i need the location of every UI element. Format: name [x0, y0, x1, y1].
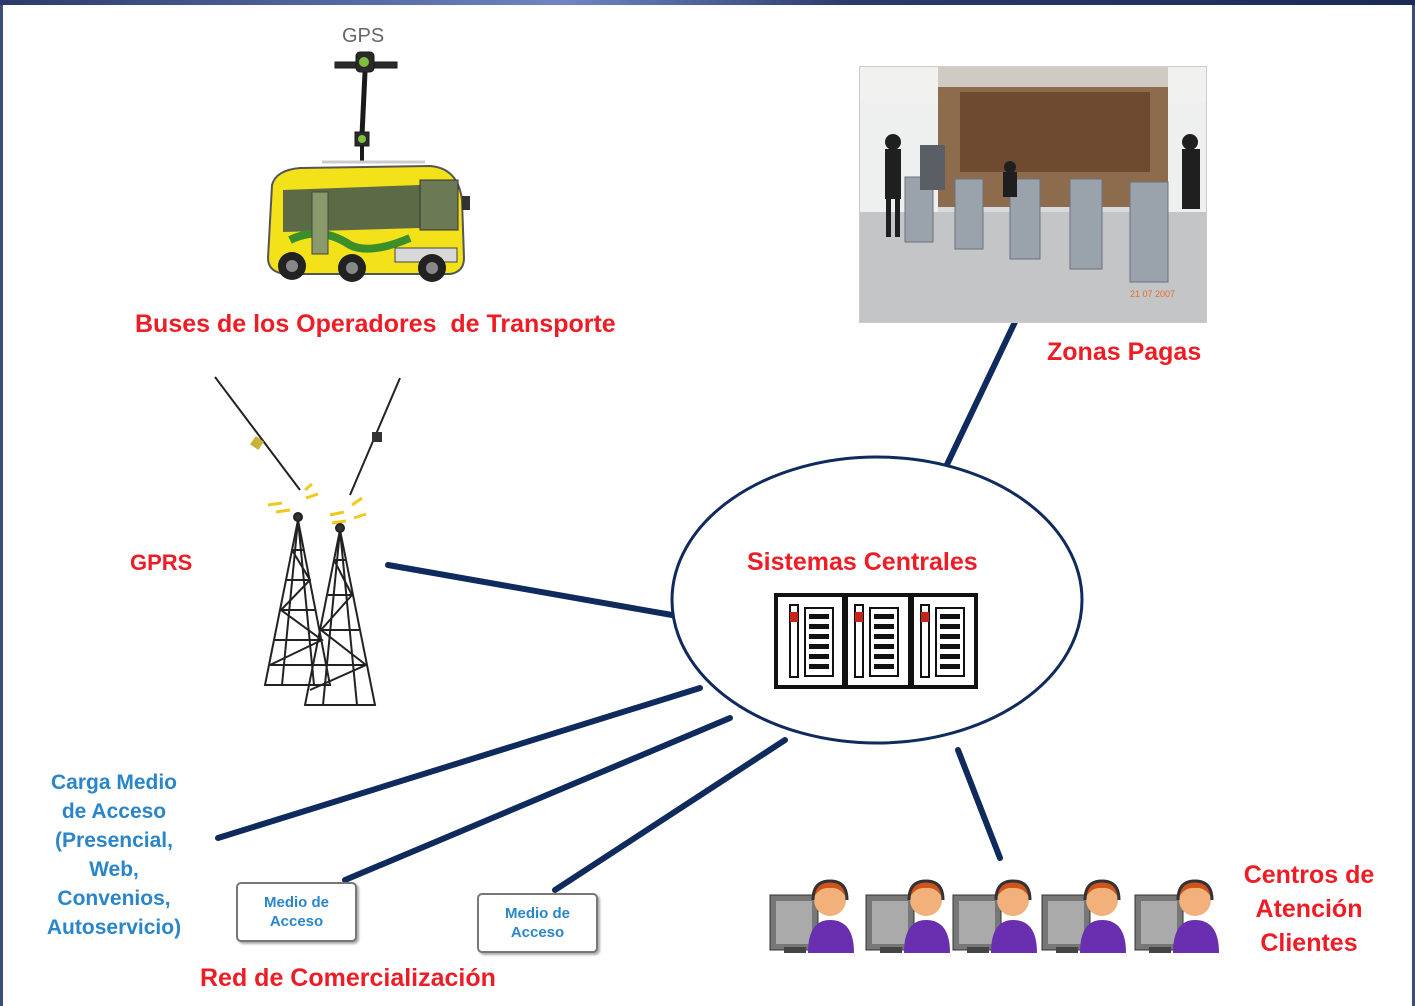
centros-line-3: Clientes — [1260, 929, 1358, 957]
bus-icon — [266, 164, 470, 282]
centros-line-2: Atención — [1255, 895, 1363, 923]
gprs-label: GPRS — [130, 550, 193, 575]
carga-line-4: Web, — [89, 858, 139, 881]
call-center-agent-icon — [1041, 879, 1126, 953]
link-carga — [215, 685, 703, 841]
red-comercializacion-label: Red de Comercialización — [200, 964, 496, 992]
call-center-agents — [769, 879, 1219, 953]
call-center-agent-icon — [952, 879, 1037, 953]
call-center-agent-icon — [769, 879, 854, 953]
buses-label: Buses de los Operadores de Transporte — [135, 310, 616, 338]
link-medio2 — [552, 737, 788, 893]
gps-antenna-icon — [322, 51, 425, 164]
link-gprs — [385, 562, 675, 618]
carga-line-6: Autoservicio) — [46, 916, 182, 939]
central-systems-label: Sistemas Centrales — [747, 548, 978, 576]
zonas-pagas-label: Zonas Pagas — [1047, 338, 1202, 366]
top-border — [0, 0, 1415, 5]
right-border — [1412, 5, 1415, 1006]
call-center-agent-icon — [1134, 879, 1219, 953]
gprs-tower-icon — [214, 376, 401, 706]
link-zonas — [939, 319, 1018, 478]
link-centros — [955, 747, 1003, 861]
connection-links — [215, 319, 1018, 893]
carga-line-2: de Acceso — [61, 800, 167, 823]
carga-line-1: Carga Medio — [50, 771, 178, 794]
centros-atencion-label: Centros de Atención Clientes — [1225, 858, 1393, 960]
medio-acceso-2-line-1: Medio de — [504, 905, 570, 922]
medio-acceso-2-line-2: Acceso — [510, 924, 565, 941]
medio-acceso-box-2: Medio de Acceso — [477, 893, 598, 953]
gps-label: GPS — [342, 25, 385, 47]
medio-acceso-1-line-1: Medio de — [263, 894, 329, 911]
link-medio1 — [342, 715, 733, 883]
carga-line-3: (Presencial, — [55, 829, 173, 852]
medio-acceso-box-1: Medio de Acceso — [236, 882, 357, 942]
left-border — [0, 5, 3, 1006]
carga-line-5: Convenios, — [57, 887, 171, 910]
server-rack-icon — [774, 593, 978, 689]
svg-text:21 07 2007: 21 07 2007 — [1130, 289, 1175, 299]
call-center-agent-icon — [865, 879, 950, 953]
medio-acceso-1-line-2: Acceso — [269, 913, 324, 930]
turnstile-photo: 21 07 2007 — [859, 66, 1207, 323]
carga-medio-label: Carga Medio de Acceso (Presencial, Web, … — [26, 768, 202, 942]
centros-line-1: Centros de — [1243, 861, 1375, 889]
